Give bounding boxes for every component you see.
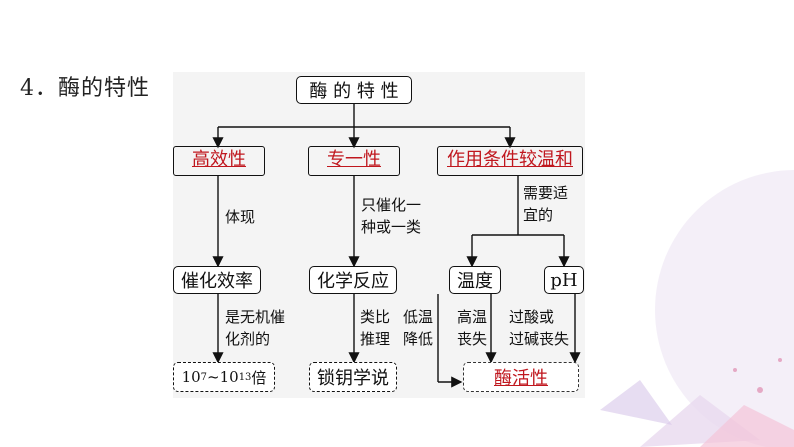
node-enzyme-activity-answer: 酶活性 (494, 364, 548, 390)
root-node: 酶 的 特 性 (296, 76, 412, 104)
blank-specificity-answer: 专一性 (327, 145, 381, 171)
node-temperature-label: 温度 (457, 267, 493, 293)
blank-specificity: 专一性 (308, 146, 400, 176)
multiple-exp-high: 13 (239, 372, 252, 383)
node-catalytic-efficiency-label: 催化效率 (181, 267, 253, 293)
node-lock-key-label: 锁钥学说 (317, 364, 389, 390)
note-low-temp: 低温 降低 (403, 306, 433, 350)
node-ph: pH (544, 266, 584, 294)
diagram-panel: 酶 的 特 性 高效性 专一性 作用条件较温和 体现 只催化一 种或一类 需要适… (173, 72, 585, 398)
blank-efficiency: 高效性 (173, 146, 265, 176)
node-enzyme-activity: 酶活性 (463, 362, 579, 392)
section-heading: 4．酶的特性 (20, 70, 150, 102)
node-lock-key: 锁钥学说 (309, 362, 397, 392)
node-chemical-reaction-label: 化学反应 (317, 267, 389, 293)
node-catalytic-efficiency: 催化效率 (173, 266, 261, 294)
multiple-base: 10 (182, 368, 201, 386)
root-label: 酶 的 特 性 (309, 77, 398, 103)
blank-mild-conditions: 作用条件较温和 (437, 146, 583, 176)
blank-mild-conditions-answer: 作用条件较温和 (447, 145, 573, 171)
note-high-temp: 高温 丧失 (457, 306, 487, 350)
note-compared-inorganic: 是无机催 化剂的 (225, 306, 285, 350)
multiple-tail: 倍 (251, 367, 266, 388)
blank-efficiency-answer: 高效性 (192, 145, 246, 171)
note-catalyzes-one: 只催化一 种或一类 (361, 194, 421, 238)
note-acid-base: 过酸或 过碱丧失 (509, 306, 569, 350)
node-temperature: 温度 (449, 266, 501, 294)
node-ph-label: pH (550, 270, 577, 291)
note-needs-suitable: 需要适 宜的 (523, 182, 568, 226)
note-manifests: 体现 (225, 206, 255, 228)
note-analogy: 类比 推理 (360, 306, 390, 350)
multiple-mid: ~10 (207, 368, 239, 386)
node-chemical-reaction: 化学反应 (309, 266, 397, 294)
